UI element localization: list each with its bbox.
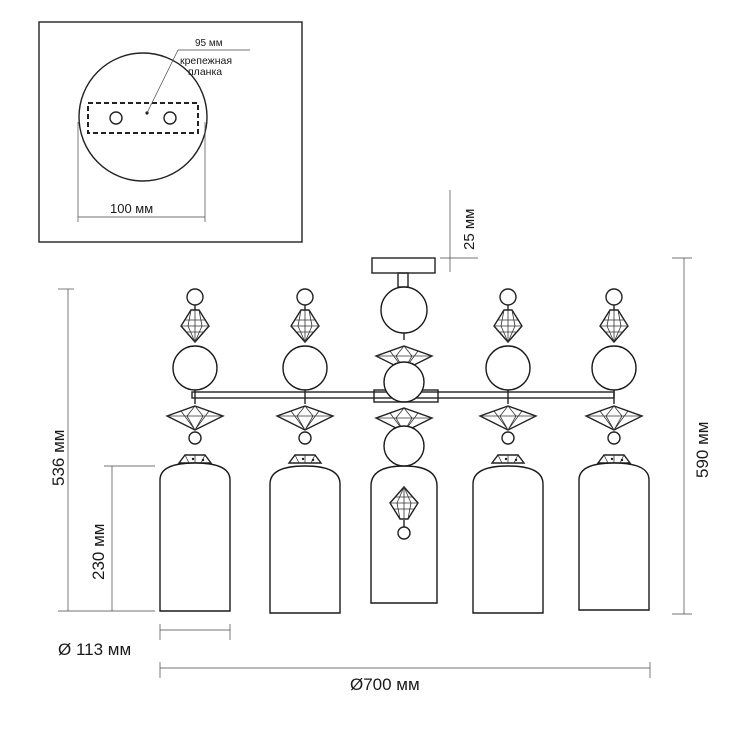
shade-diameter-dimension: Ø 113 мм [58,624,231,659]
screw-hole-left [109,111,123,125]
plate-leader-line [146,49,179,114]
glass-shade-2 [269,465,341,614]
screw-hole-right [163,111,177,125]
ceiling-canopy [371,257,436,274]
glass-shade-4 [472,465,544,614]
arm-2 [269,288,341,614]
arm-1 [159,288,231,612]
total-height-dimension: 590 мм [672,257,712,615]
shade-height-label: 230 мм [89,524,108,580]
total-height-label: 590 мм [693,422,712,478]
plate-name-label: крепежная [180,55,232,67]
ceiling-mount [371,257,436,288]
mounting-plate-dashed [87,102,199,134]
mount-height-dimension: 25 мм [440,190,478,272]
shade-height-dimension: 230 мм [89,465,155,611]
glass-shade-1 [159,462,231,612]
arm-center [370,286,438,604]
canopy-width-label: 100 мм [110,201,153,216]
plate-name-label-2: планка [188,66,222,78]
mount-rod [397,272,409,288]
plate-width-label: 95 мм [195,38,223,49]
arm-4 [472,288,544,614]
glass-shade-5 [578,462,650,611]
mount-height-label: 25 мм [461,209,478,250]
body-height-dimension: 536 мм [49,288,155,612]
arm-5 [578,288,650,611]
mounting-plate-inset: 95 мм крепежная планка 100 мм [38,21,303,243]
canopy-circle [78,52,208,182]
shade-diameter-label: Ø 113 мм [58,640,131,659]
total-diameter-dimension: Ø700 мм [159,662,651,694]
total-diameter-label: Ø700 мм [350,675,420,694]
inset-frame [38,21,303,243]
body-height-label: 536 мм [49,430,68,486]
